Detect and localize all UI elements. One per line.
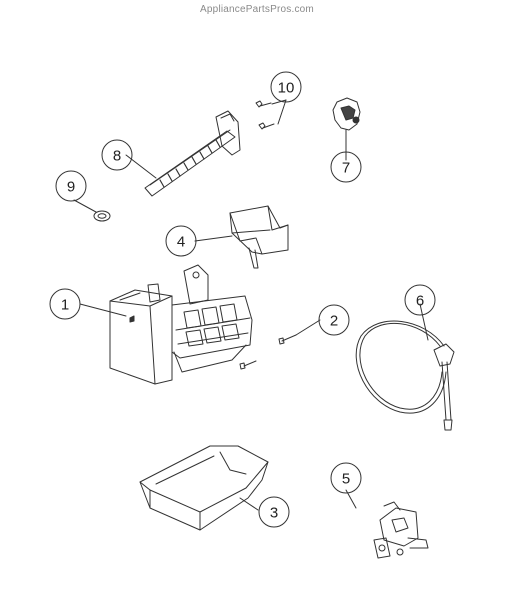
callout-label-8: 8 xyxy=(113,148,121,165)
watermark: AppliancePartsPros.com xyxy=(200,4,314,15)
part-3-bucket xyxy=(139,445,269,531)
part-7-clip xyxy=(332,97,361,131)
callout-labels: 1 2 3 4 5 6 7 8 9 10 xyxy=(61,80,424,522)
callout-label-9: 9 xyxy=(67,179,75,196)
part-5-valve xyxy=(373,501,429,559)
callout-label-1: 1 xyxy=(61,297,69,314)
leader-lines xyxy=(73,99,429,511)
part-10-screws xyxy=(255,100,275,130)
part-1-icemaker xyxy=(109,264,253,385)
part-9-washer xyxy=(93,210,111,222)
callout-circles xyxy=(49,71,436,528)
screw-small xyxy=(239,360,257,370)
callout-label-5: 5 xyxy=(342,471,350,488)
part-8-ejector xyxy=(144,110,241,197)
callout-label-7: 7 xyxy=(342,160,350,177)
callout-label-10: 10 xyxy=(278,80,295,97)
part-4-housing xyxy=(229,205,289,269)
part-6-harness xyxy=(355,320,455,431)
callout-label-3: 3 xyxy=(270,505,278,522)
part-2-screw xyxy=(278,334,297,345)
callout-label-4: 4 xyxy=(177,234,185,251)
callout-label-6: 6 xyxy=(416,293,424,310)
callout-label-2: 2 xyxy=(330,313,338,330)
